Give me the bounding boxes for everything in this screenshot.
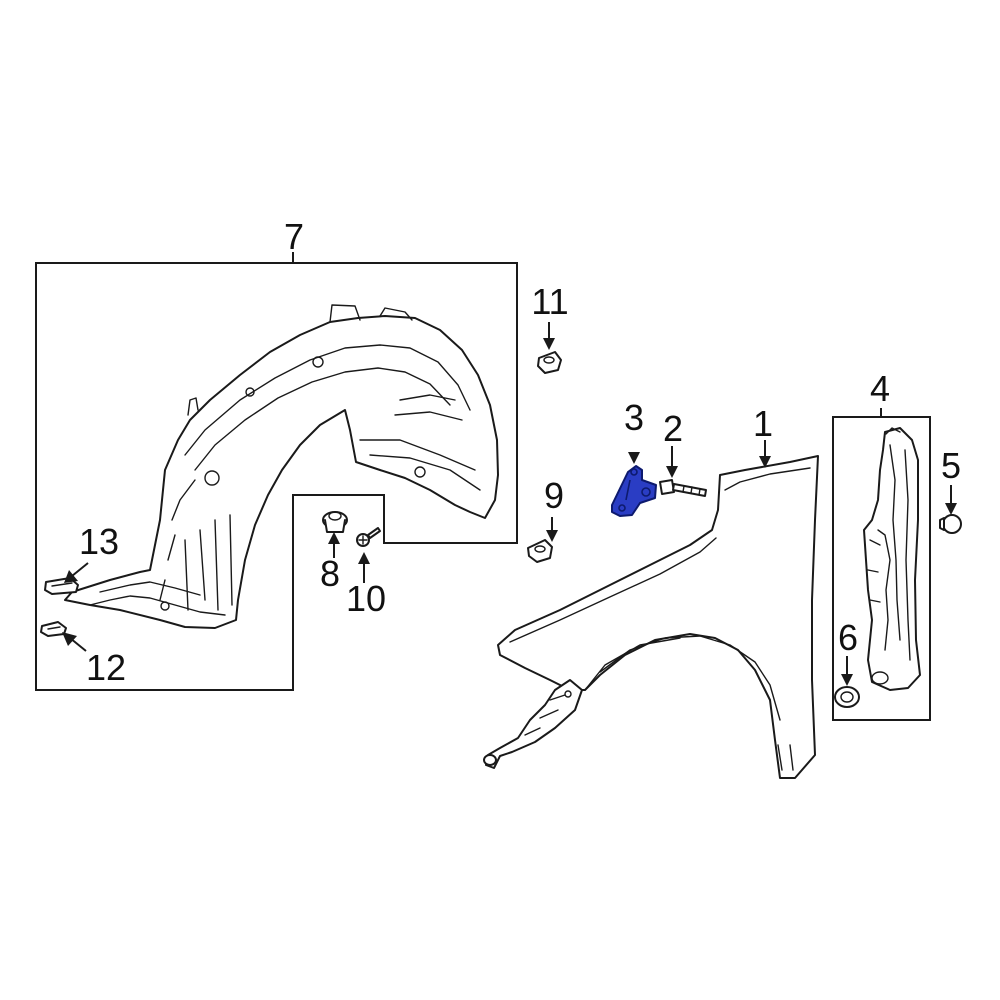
callout-9: 9 — [544, 475, 564, 516]
fender-bracket-3[interactable] — [611, 465, 657, 517]
retainer-5[interactable] — [939, 514, 962, 534]
callout-8: 8 — [320, 553, 340, 594]
callout-7: 7 — [284, 216, 304, 257]
grommet-6[interactable] — [834, 686, 860, 708]
callout-3: 3 — [624, 397, 644, 438]
leader-arrows — [62, 322, 957, 686]
screw-10[interactable] — [356, 527, 381, 547]
callout-11: 11 — [531, 281, 568, 322]
splash-shield-4[interactable] — [863, 427, 921, 691]
nut-11[interactable] — [537, 351, 562, 374]
callout-6: 6 — [838, 617, 858, 658]
front-fender[interactable] — [483, 455, 819, 779]
push-retainer-8[interactable] — [322, 511, 348, 533]
bolt-2[interactable] — [659, 479, 707, 497]
nut-9[interactable] — [527, 539, 553, 563]
callout-10: 10 — [346, 578, 386, 619]
clip-12[interactable] — [40, 621, 67, 637]
callout-1: 1 — [753, 403, 773, 444]
callout-12: 12 — [86, 647, 126, 688]
callout-2: 2 — [663, 408, 683, 449]
callout-13: 13 — [79, 521, 119, 562]
callout-4: 4 — [870, 368, 890, 409]
fender-liner[interactable] — [64, 304, 499, 629]
callout-5: 5 — [941, 445, 961, 486]
callout-labels: 1 2 3 4 5 6 7 8 9 10 11 12 13 — [79, 216, 961, 688]
fender-liner-group-frame — [35, 262, 518, 691]
